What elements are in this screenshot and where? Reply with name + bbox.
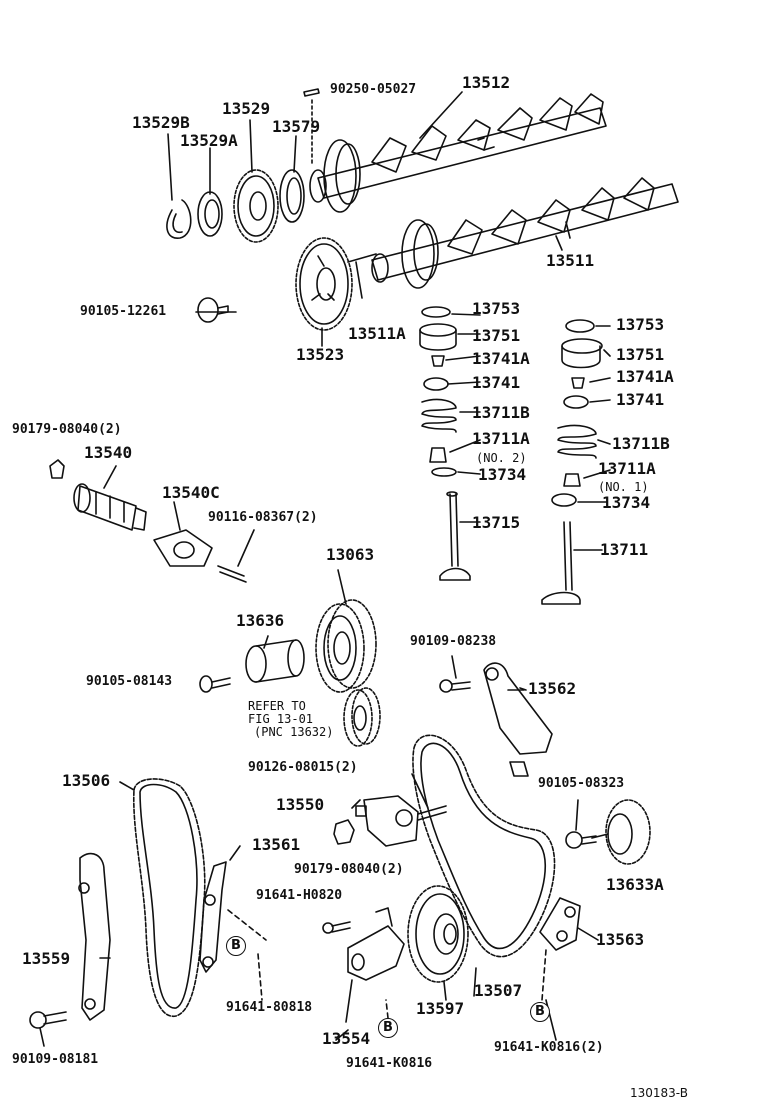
- bolt-90109-08181: [29, 1011, 67, 1029]
- label-13529: 13529: [222, 99, 271, 118]
- bolt-90109-08238: [439, 655, 471, 693]
- label-13711A-left-note: (NO. 2): [476, 451, 527, 465]
- label-13711B-left: 13711B: [472, 403, 530, 422]
- label-13753-right: 13753: [616, 315, 665, 334]
- label-13559: 13559: [22, 949, 71, 968]
- label-91641-H0820: 91641-H0820: [256, 888, 343, 903]
- label-13734-right: 13734: [602, 493, 651, 512]
- label-13529A: 13529A: [180, 131, 238, 150]
- refer-line-2: FIG 13-01: [248, 712, 314, 726]
- gear-13632-ref: [343, 687, 381, 747]
- gear-13063: [315, 599, 377, 693]
- valve-train-right: [541, 319, 603, 605]
- crank-sprocket-13597: [407, 885, 469, 1001]
- label-13540: 13540: [84, 443, 133, 462]
- label-13711: 13711: [600, 540, 649, 559]
- valve-train-left: [419, 306, 471, 581]
- label-13579: 13579: [272, 117, 321, 136]
- sprocket-13523: [295, 237, 353, 331]
- label-13741A-right: 13741A: [616, 367, 674, 386]
- tensioner-arm-13562: [483, 662, 553, 777]
- refer-line-3: (PNC 13632): [254, 725, 334, 739]
- label-91641-80818: 91641-80818: [226, 1000, 313, 1015]
- sprocket-13633A: [591, 799, 651, 865]
- label-13711A-left: 13711A: [472, 429, 530, 448]
- refer-line-1: REFER TO: [248, 699, 306, 713]
- callout-b-center: B: [378, 1018, 398, 1038]
- ring-13579: [279, 169, 305, 223]
- label-90109-08238: 90109-08238: [410, 634, 497, 649]
- label-13563: 13563: [596, 930, 645, 949]
- label-13540C: 13540C: [162, 483, 220, 502]
- figure-code: 130183-B: [630, 1086, 688, 1100]
- label-13636: 13636: [236, 611, 285, 630]
- label-13633A: 13633A: [606, 875, 664, 894]
- chain-13506: [132, 778, 206, 1017]
- bolt-90105-08143: [199, 675, 231, 693]
- label-13561: 13561: [252, 835, 301, 854]
- label-13512: 13512: [462, 73, 511, 92]
- label-13529B: 13529B: [132, 113, 190, 132]
- label-90116-08367: 90116-08367(2): [208, 510, 318, 525]
- label-13507: 13507: [474, 981, 523, 1000]
- label-13711A-right-note: (NO. 1): [598, 480, 649, 494]
- label-13562: 13562: [528, 679, 577, 698]
- label-91641-K0816: 91641-K0816: [346, 1056, 433, 1071]
- label-13734-left: 13734: [478, 465, 527, 484]
- label-90179-08040-right: 90179-08040(2): [294, 862, 404, 877]
- label-91641-K0816-2: 91641-K0816(2): [494, 1040, 604, 1055]
- label-90105-08143: 90105-08143: [86, 674, 173, 689]
- gasket-13540C: [153, 529, 213, 567]
- label-13751-left: 13751: [472, 326, 521, 345]
- washer-13529A: [197, 191, 223, 237]
- pin-13511A: [347, 253, 377, 263]
- label-13715: 13715: [472, 513, 521, 532]
- chain-guide-13559: [78, 852, 111, 1021]
- label-13550: 13550: [276, 795, 325, 814]
- label-13063: 13063: [326, 545, 375, 564]
- label-13597: 13597: [416, 999, 465, 1018]
- label-13741-right: 13741: [616, 390, 665, 409]
- label-13711B-right: 13711B: [612, 434, 670, 453]
- label-13741A-left: 13741A: [472, 349, 530, 368]
- nut-90179-08040-b: [333, 819, 355, 845]
- label-13511A: 13511A: [348, 324, 406, 343]
- damper-13554: [345, 907, 405, 1023]
- label-13711A-right: 13711A: [598, 459, 656, 478]
- label-90109-08181: 90109-08181: [12, 1052, 99, 1067]
- label-13511: 13511: [546, 251, 595, 270]
- gear-13529: [233, 169, 279, 243]
- label-13751-right: 13751: [616, 345, 665, 364]
- tensioner-13550: [355, 773, 447, 847]
- label-90105-08323: 90105-08323: [538, 776, 625, 791]
- snap-ring-13529B: [166, 199, 192, 239]
- stud-90116: [217, 529, 255, 583]
- label-13753-left: 13753: [472, 299, 521, 318]
- label-90126-08015: 90126-08015(2): [248, 760, 358, 775]
- chain-guide-13561: [199, 845, 267, 973]
- camshaft-13511: [371, 177, 679, 289]
- label-13506: 13506: [62, 771, 111, 790]
- callout-b-left: B: [226, 936, 246, 956]
- label-90250-05027: 90250-05027: [330, 82, 417, 97]
- callout-b-right: B: [530, 1002, 550, 1022]
- pin-90250: [303, 88, 320, 166]
- bolt-91641-H0820: [322, 921, 351, 934]
- label-90105-12261: 90105-12261: [80, 304, 167, 319]
- bushing-13636: [245, 639, 305, 683]
- bolt-90105-08323: [565, 799, 597, 849]
- bolt-90105-12261: [197, 297, 229, 323]
- label-13523: 13523: [296, 345, 345, 364]
- label-13554: 13554: [322, 1029, 371, 1048]
- camshaft-13512: [309, 93, 607, 213]
- chain-13507: [412, 734, 556, 958]
- oil-control-valve-13540: [49, 459, 147, 531]
- label-90179-08040-left: 90179-08040(2): [12, 422, 122, 437]
- refer-note: REFER TO FIG 13-01 (PNC 13632): [248, 700, 333, 739]
- label-13741-left: 13741: [472, 373, 521, 392]
- chain-guide-13563: [539, 897, 581, 1001]
